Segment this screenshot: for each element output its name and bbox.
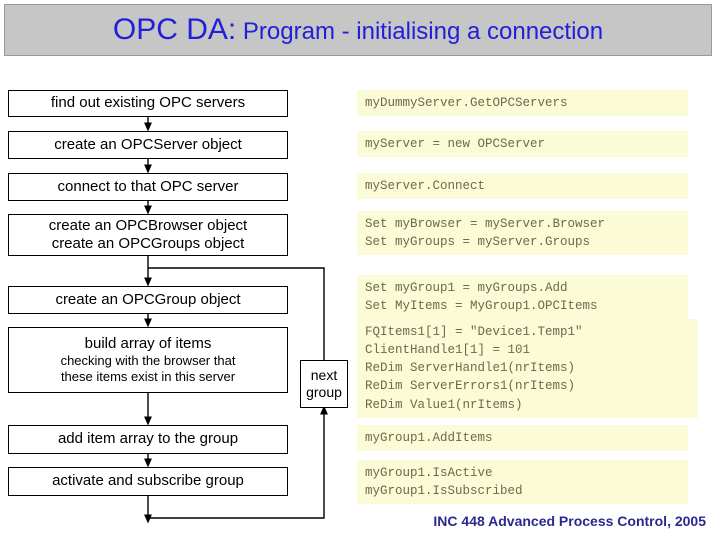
flow-box-label-2: create an OPCGroups object xyxy=(51,235,245,252)
flow-box-label: connect to that OPC server xyxy=(57,177,239,195)
flow-box-create-opcgroup[interactable]: create an OPCGroup object xyxy=(8,286,288,314)
code-block-item-array: FQItems1[1] = "Device1.Temp1" ClientHand… xyxy=(357,319,698,418)
code-block-new-server: myServer = new OPCServer xyxy=(357,131,688,158)
flow-box-label: build array of items xyxy=(84,334,212,352)
flow-box-label: create an OPCGroup object xyxy=(55,290,241,308)
title-main-text: OPC DA: xyxy=(112,13,237,46)
flow-box-activate-subscribe[interactable]: activate and subscribe group xyxy=(8,467,288,496)
next-group-label-1: next xyxy=(310,367,338,384)
flow-box-add-item-array[interactable]: add item array to the group xyxy=(8,425,288,454)
slide-footer: INC 448 Advanced Process Control, 2005 xyxy=(433,513,706,529)
flow-box-create-browser-groups[interactable]: create an OPCBrowser object create an OP… xyxy=(8,214,288,256)
flowchart-diagram: find out existing OPC servers create an … xyxy=(8,90,348,524)
flow-box-connect-server[interactable]: connect to that OPC server xyxy=(8,173,288,201)
title-subtitle-text: Program - initialising a connection xyxy=(236,18,604,45)
flow-box-label: create an OPCBrowser object xyxy=(48,216,248,234)
code-block-browser-groups: Set myBrowser = myServer.Browser Set myG… xyxy=(357,211,688,256)
page-title: OPC DA: Program - initialising a connect… xyxy=(113,15,603,45)
flow-box-next-group[interactable]: next group xyxy=(300,360,348,408)
flow-box-create-opcserver[interactable]: create an OPCServer object xyxy=(8,131,288,159)
flow-box-label-3: these items exist in this server xyxy=(60,369,236,385)
flow-box-label: create an OPCServer object xyxy=(54,135,242,153)
flow-box-label: find out existing OPC servers xyxy=(50,94,246,112)
code-block-connect: myServer.Connect xyxy=(357,173,688,200)
flowchart-connectors xyxy=(144,117,328,524)
flow-box-label: activate and subscribe group xyxy=(52,472,244,490)
flow-box-build-item-array[interactable]: build array of items checking with the b… xyxy=(8,327,288,393)
code-block-active-subscribe: myGroup1.IsActive myGroup1.IsSubscribed xyxy=(357,460,688,505)
next-group-label-2: group xyxy=(306,384,342,400)
code-block-add-items: myGroup1.AddItems xyxy=(357,425,688,452)
slide-title-bar: OPC DA: Program - initialising a connect… xyxy=(4,4,712,56)
code-block-group-items: Set myGroup1 = myGroups.Add Set MyItems … xyxy=(357,275,688,320)
flow-box-label-2: checking with the browser that xyxy=(60,353,236,369)
flow-box-find-servers[interactable]: find out existing OPC servers xyxy=(8,90,288,117)
code-block-get-servers: myDummyServer.GetOPCServers xyxy=(357,90,688,117)
flow-box-label: add item array to the group xyxy=(57,430,239,448)
